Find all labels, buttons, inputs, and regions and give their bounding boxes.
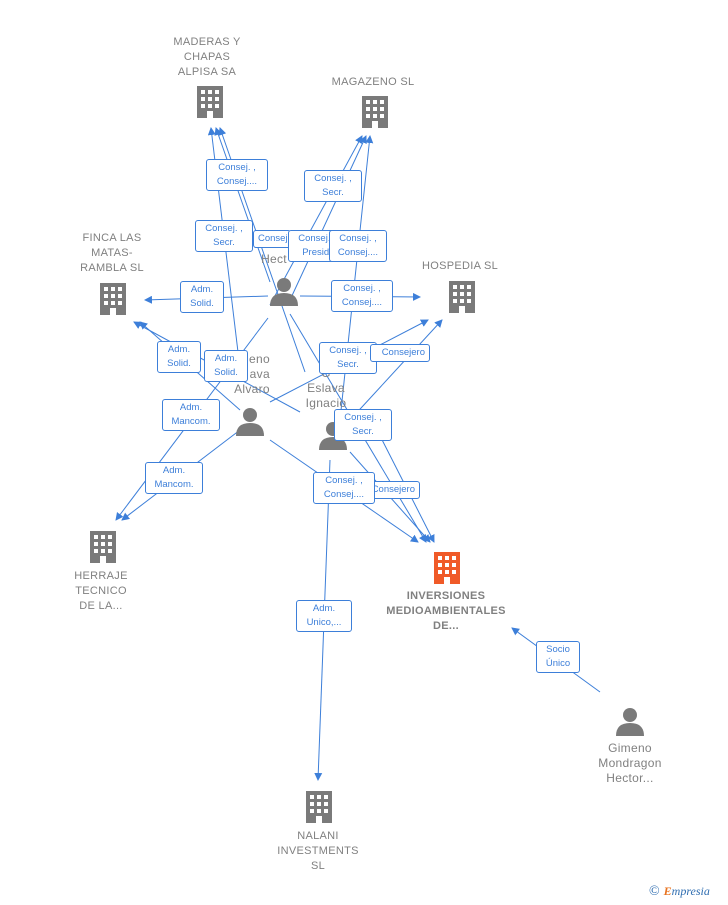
- empresia-brand[interactable]: ©Empresia: [649, 884, 710, 900]
- edge-label[interactable]: Adm. Unico,...: [296, 600, 352, 632]
- hospedia-building-icon: [449, 281, 475, 313]
- edge-label[interactable]: Consejero: [253, 230, 291, 248]
- copyright-icon: ©: [649, 884, 660, 899]
- edge-label[interactable]: Adm. Mancom.: [145, 462, 203, 494]
- nalani-building-icon: [306, 791, 332, 823]
- node-label-inversiones[interactable]: INVERSIONES MEDIOAMBIENTALES DE...: [386, 590, 506, 632]
- edge-label[interactable]: Adm. Solid.: [180, 281, 224, 313]
- brand-initial: E: [663, 884, 672, 898]
- magazeno-building-icon: [362, 96, 388, 128]
- edge-label[interactable]: Adm. Solid.: [204, 350, 248, 382]
- node-label-hospedia[interactable]: HOSPEDIA SL: [421, 260, 499, 272]
- edge-label[interactable]: Socio Único: [536, 641, 580, 673]
- node-label-gimeno-mondragon[interactable]: Gimeno Mondragon Hector...: [598, 741, 662, 785]
- gimeno-alvaro-person-icon: [236, 408, 264, 436]
- gimeno-mondragon-person-icon: [616, 708, 644, 736]
- node-label-gimeno-alvaro[interactable]: eno ava Alvaro: [234, 352, 270, 396]
- edge-label[interactable]: Consej. , Secr.: [334, 409, 392, 441]
- herraje-building-icon: [90, 531, 116, 563]
- edge-label[interactable]: Consej. , Consej....: [206, 159, 268, 191]
- node-label-finca[interactable]: FINCA LAS MATAS- RAMBLA SL: [80, 232, 144, 274]
- finca-building-icon: [100, 283, 126, 315]
- brand-name: mpresia: [671, 884, 710, 898]
- edge-label[interactable]: Consej. , Consej....: [331, 280, 393, 312]
- node-label-herraje[interactable]: HERRAJE TECNICO DE LA...: [74, 570, 128, 612]
- node-label-magazeno[interactable]: MAGAZENO SL: [331, 76, 415, 88]
- edge-label[interactable]: Consejero: [370, 344, 430, 362]
- node-label-gimeno-hector[interactable]: Hect: [261, 252, 287, 266]
- inversiones-building-icon: [434, 552, 460, 584]
- edge-label[interactable]: Consej. , Secr.: [195, 220, 253, 252]
- edge-label[interactable]: Consej. , Consej....: [313, 472, 375, 504]
- edge-label[interactable]: Consej. , Secr.: [319, 342, 377, 374]
- edge-label[interactable]: Adm. Mancom.: [162, 399, 220, 431]
- node-label-maderas[interactable]: MADERAS Y CHAPAS ALPISA SA: [173, 36, 241, 78]
- edge-label[interactable]: Consej. , Secr.: [304, 170, 362, 202]
- edge-label[interactable]: Consej. , Consej....: [329, 230, 387, 262]
- edge-label[interactable]: Adm. Solid.: [157, 341, 201, 373]
- gimeno-hector-person-icon: [270, 278, 298, 306]
- maderas-building-icon: [197, 86, 223, 118]
- node-label-nalani[interactable]: NALANI INVESTMENTS SL: [277, 830, 359, 872]
